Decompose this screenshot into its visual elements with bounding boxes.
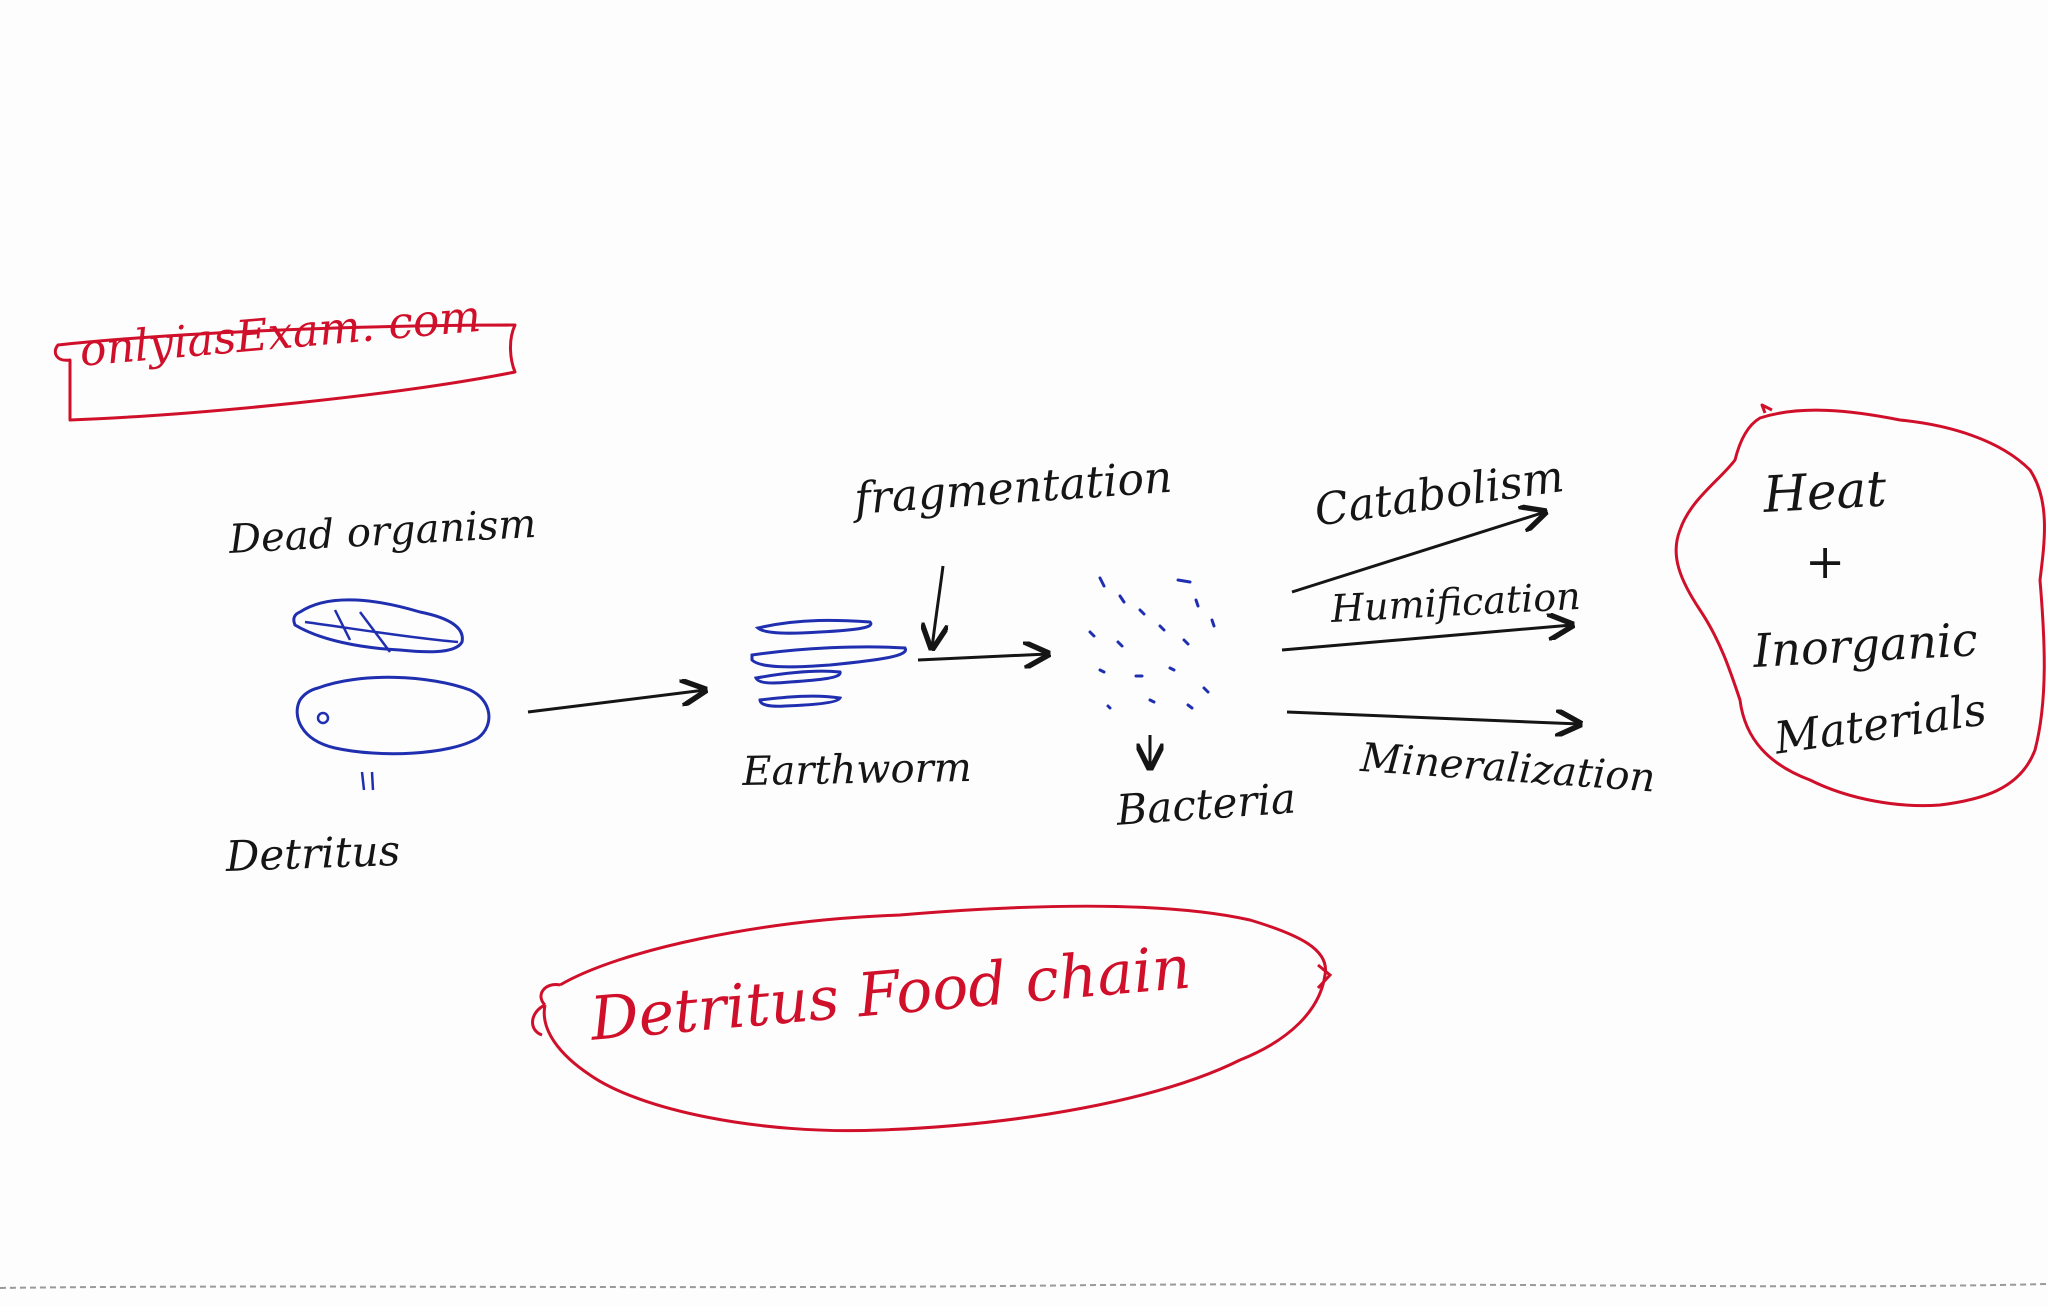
arrow-fragmentation-down xyxy=(932,565,943,648)
detritus-shape xyxy=(295,675,491,756)
arrow-detritus-to-earthworm xyxy=(527,690,705,714)
bacteria-dots xyxy=(1088,576,1216,710)
dead-organism-vein xyxy=(304,609,459,653)
arrow-catabolism xyxy=(1291,512,1545,594)
arrow-humification xyxy=(1281,625,1572,652)
arrow-mineralization xyxy=(1286,712,1580,724)
earthworm-shape-3 xyxy=(753,669,842,685)
earthworm-shape-4 xyxy=(758,694,843,708)
paper-edge-line xyxy=(0,1283,2048,1289)
watermark-bubble xyxy=(53,323,517,422)
label-bacteria: Bacteria xyxy=(1114,773,1298,835)
detritus-stem xyxy=(360,771,375,791)
label-inorganic: Inorganic xyxy=(1751,612,1979,678)
caption-bubble xyxy=(531,904,1328,1133)
arrow-earthworm-to-bacteria xyxy=(917,654,1048,660)
label-heat: Heat xyxy=(1761,459,1888,524)
detritus-dot xyxy=(316,711,330,725)
label-detritus: Detritus xyxy=(224,825,401,881)
products-cloud xyxy=(1674,403,2046,808)
earthworm-shape-1 xyxy=(754,618,873,635)
label-earthworm: Earthworm xyxy=(741,744,973,795)
label-plus: + xyxy=(1805,534,1846,590)
earthworm-shape-2 xyxy=(750,645,907,669)
dead-organism-shape xyxy=(292,598,464,654)
caption-bubble-tail xyxy=(1316,963,1333,990)
